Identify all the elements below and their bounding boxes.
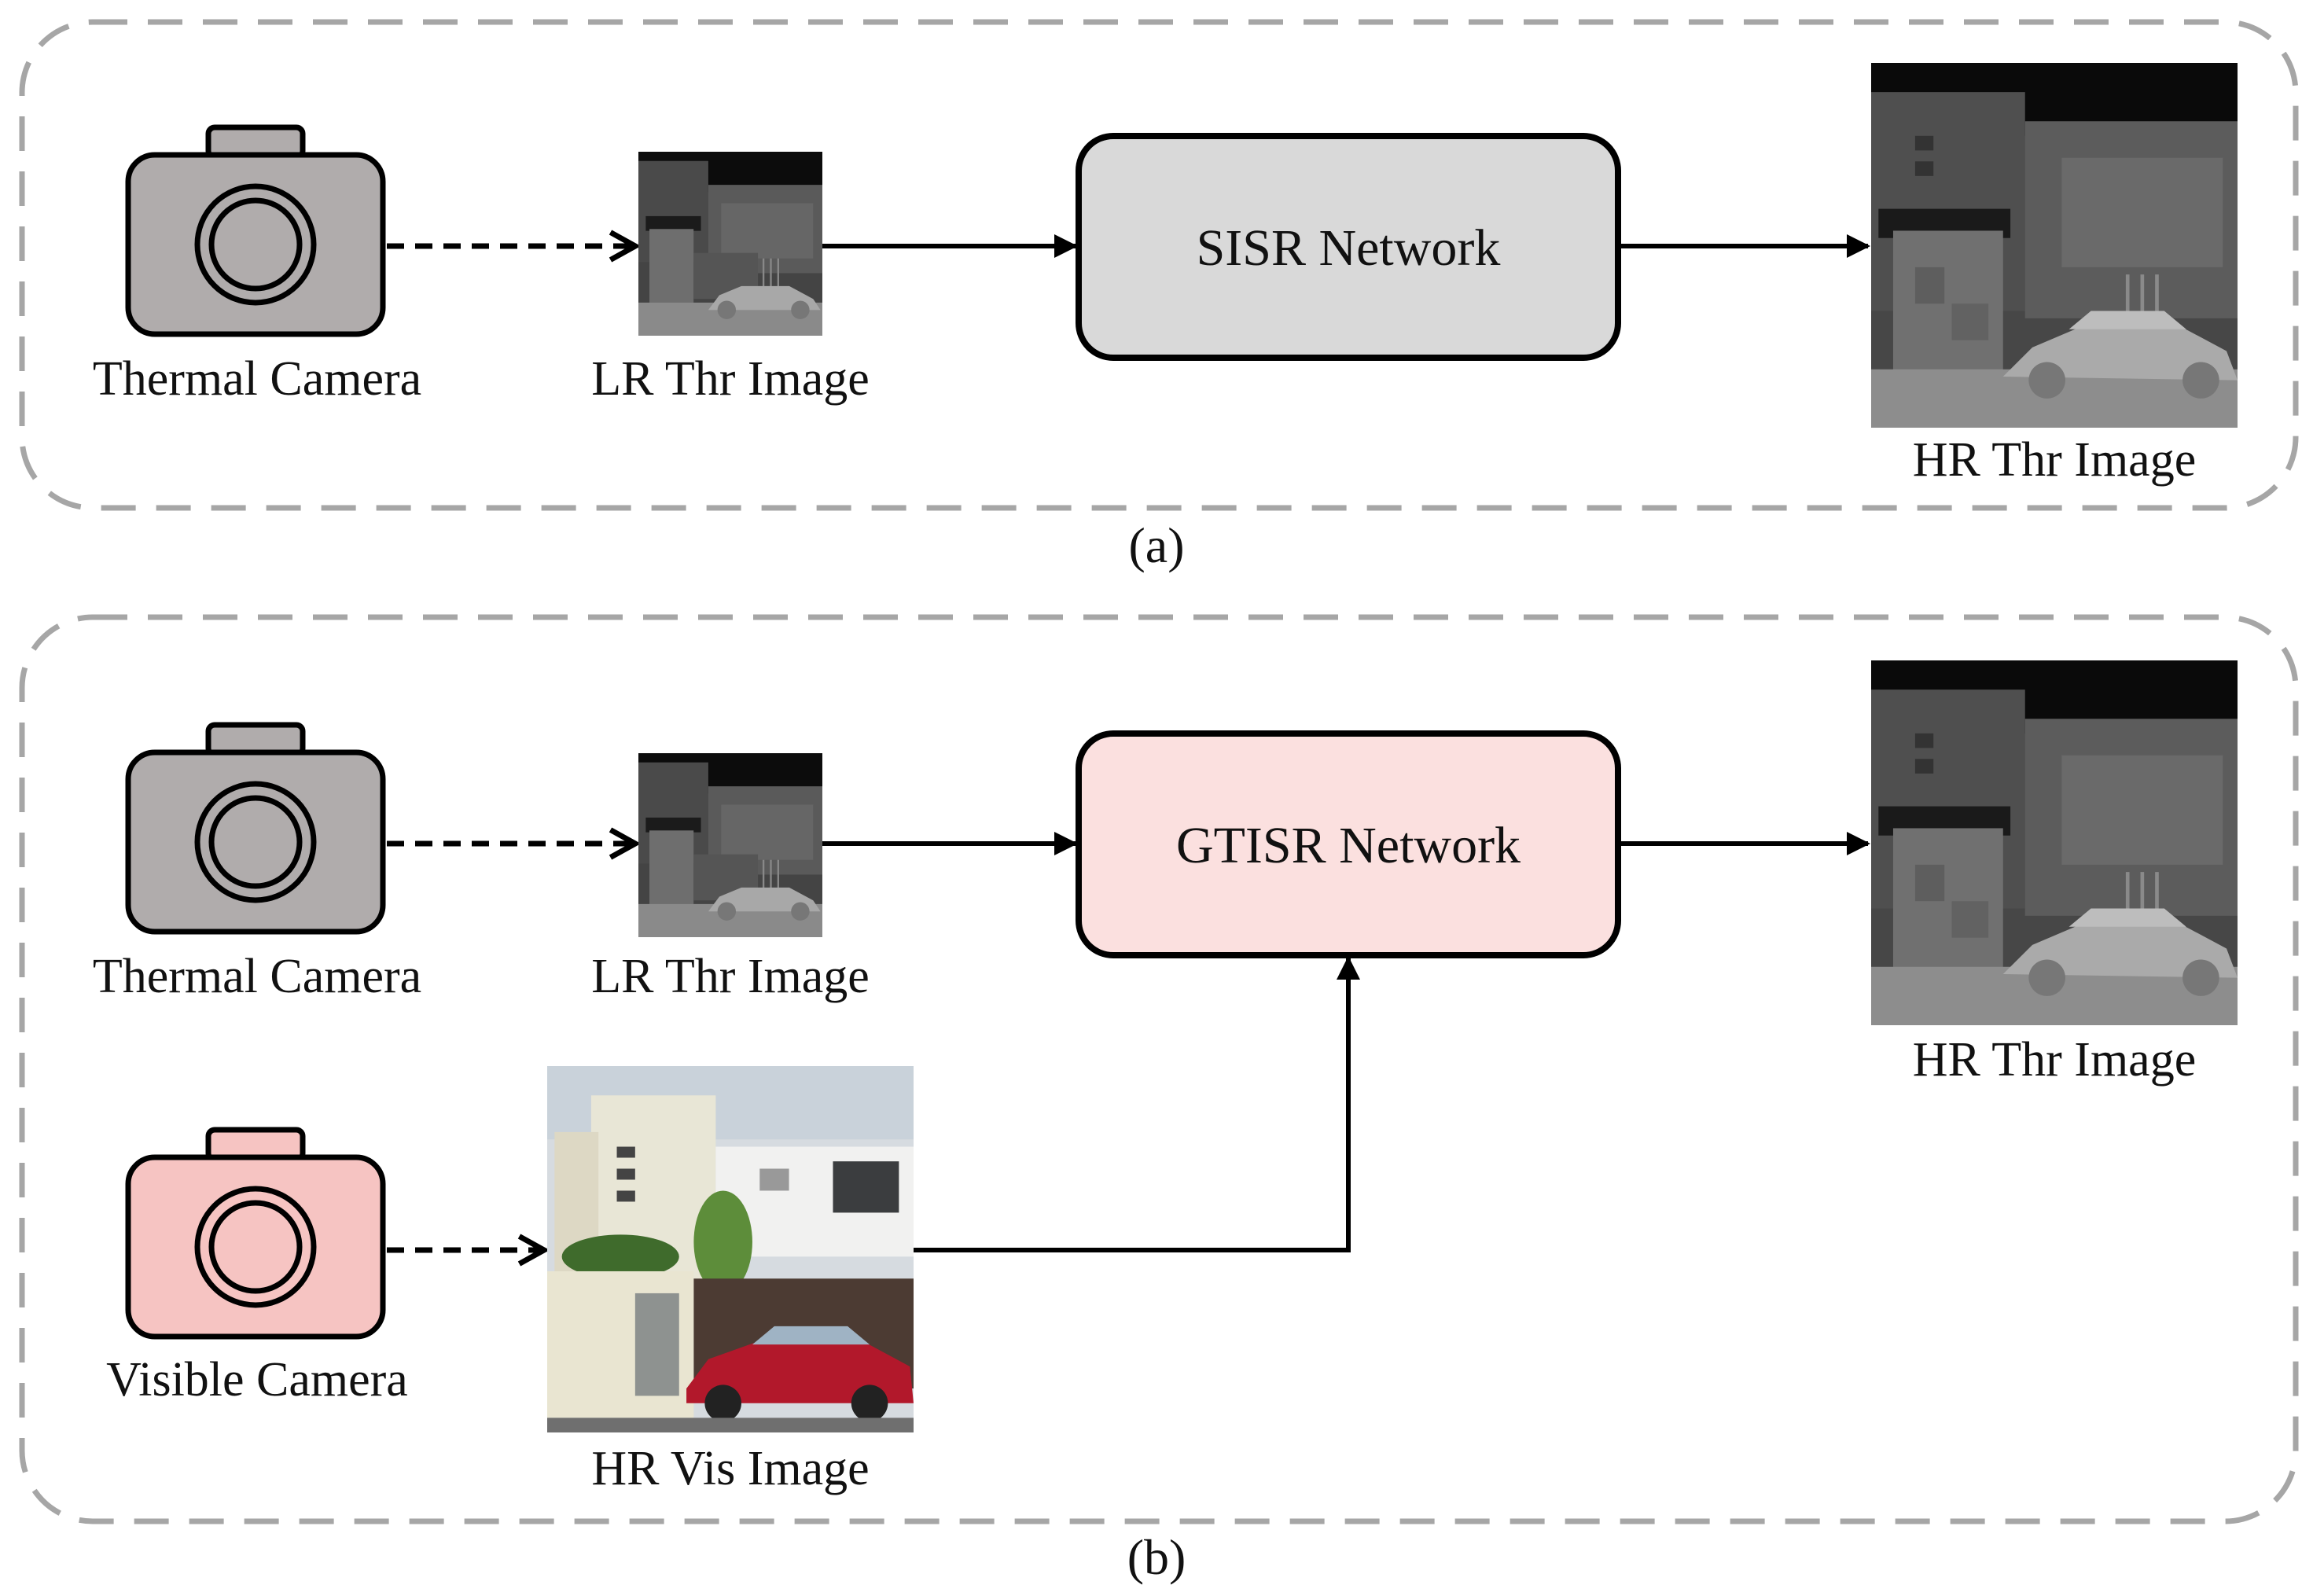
panel-b-border [19, 614, 2299, 1524]
thermal-camera-icon [128, 127, 383, 334]
hr-thermal-label: HR Thr Image [1913, 1033, 2196, 1087]
thermal-camera-label: Thermal Camera [93, 950, 421, 1003]
visible-camera-icon [128, 1130, 383, 1337]
panel-b: Thermal Camera LR Thr Image GTISR Networ… [19, 614, 2299, 1524]
panel-a-caption: (a) [1128, 517, 1184, 573]
panel-a: Thermal Camera LR Thr Image SISR Network… [19, 19, 2299, 511]
panel-b-caption: (b) [1127, 1529, 1186, 1585]
hr-thermal-label: HR Thr Image [1913, 433, 2196, 487]
lr-thermal-label: LR Thr Image [591, 950, 870, 1003]
hr-visible-image [547, 1066, 914, 1432]
gtisr-network-label: GTISR Network [1176, 817, 1521, 874]
thermal-camera-icon [128, 725, 383, 932]
visible-camera-label: Visible Camera [106, 1353, 408, 1407]
hr-thermal-image [1871, 63, 2238, 428]
lr-thermal-image [638, 753, 822, 937]
sisr-network-label: SISR Network [1197, 219, 1501, 277]
lr-thermal-image [638, 152, 822, 336]
hr-visible-label: HR Vis Image [591, 1442, 869, 1495]
panel-a-border [19, 19, 2299, 511]
thermal-camera-label: Thermal Camera [93, 352, 421, 406]
arrow-hr-vis-to-gtisr [914, 956, 1360, 1252]
hr-thermal-image [1871, 660, 2238, 1025]
lr-thermal-label: LR Thr Image [591, 352, 870, 406]
